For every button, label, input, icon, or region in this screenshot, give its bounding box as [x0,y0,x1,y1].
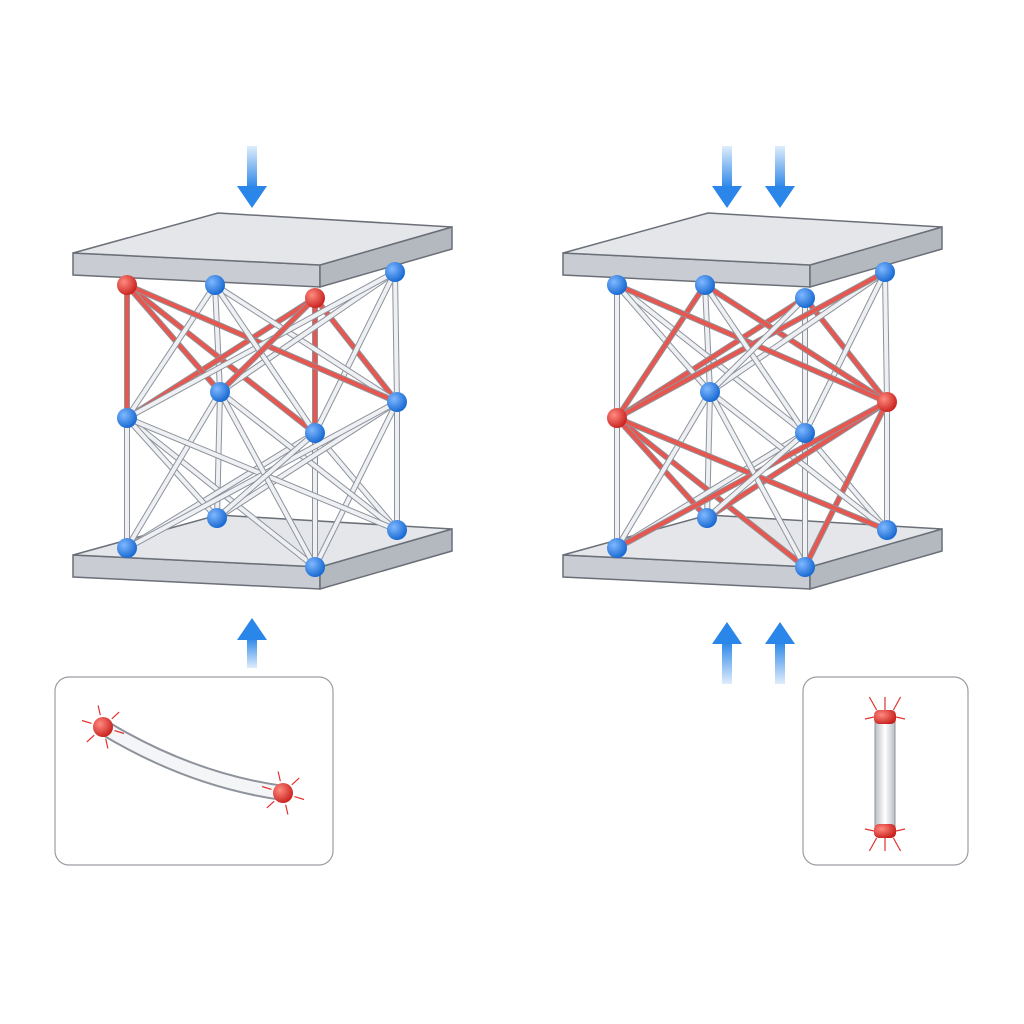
load-arrow-down-icon [712,146,742,208]
load-arrow-up-icon [712,622,742,684]
stressed-node [877,392,897,412]
strut [708,270,887,394]
stressed-strut [703,283,889,404]
node [877,520,897,540]
strut [708,296,807,394]
stressed-node [305,288,325,308]
top-plate [562,212,943,288]
load-arrow-down-icon [765,146,795,208]
node [205,275,225,295]
strut [218,390,317,569]
stress-end-icon [874,710,896,724]
strut [705,431,807,520]
strut [125,390,222,550]
node [695,275,715,295]
plate-top-face [562,212,943,266]
buckled-strut [97,721,289,799]
strut [125,270,397,420]
strut [703,283,807,435]
stressed-node [117,275,137,295]
stressed-node [607,408,627,428]
stress-end-icon [874,824,896,838]
node [387,520,407,540]
node [795,423,815,443]
strut [215,431,317,520]
node [795,288,815,308]
plate-top-face [72,212,453,266]
node [210,382,230,402]
strut [213,283,317,435]
strut [393,270,399,404]
straight-strut [874,714,896,833]
strut [883,270,889,404]
bottom-plate [562,514,943,590]
lattice-panel-1 [54,146,453,866]
stressed-strut [218,296,317,394]
stressed-strut [803,400,889,569]
strut [213,283,399,404]
stressed-strut [615,283,707,420]
strut [125,283,217,420]
lattice-struts [614,269,890,570]
node [795,557,815,577]
stress-end-icon [273,783,293,803]
strut [218,270,397,394]
node [697,508,717,528]
inset-buckled-strut [54,676,334,866]
strut [615,390,712,550]
lattice-struts [124,269,400,570]
load-arrow-up-icon [237,618,267,668]
node [305,423,325,443]
inset-straight-strut [802,676,969,866]
strut [708,390,807,569]
node [387,392,407,412]
load-arrow-up-icon [765,622,795,684]
node [385,262,405,282]
node [607,275,627,295]
strut [703,283,712,394]
strut [313,270,397,435]
node [117,538,137,558]
node [305,557,325,577]
node [607,538,627,558]
stressed-strut [615,270,887,420]
node [700,382,720,402]
strut [313,400,399,569]
node [117,408,137,428]
stress-end-icon [93,717,113,737]
lattice-panel-2 [562,146,969,866]
strut [803,270,887,435]
node [875,262,895,282]
strut [213,283,222,394]
node [207,508,227,528]
top-plate [72,212,453,288]
load-arrow-down-icon [237,146,267,208]
